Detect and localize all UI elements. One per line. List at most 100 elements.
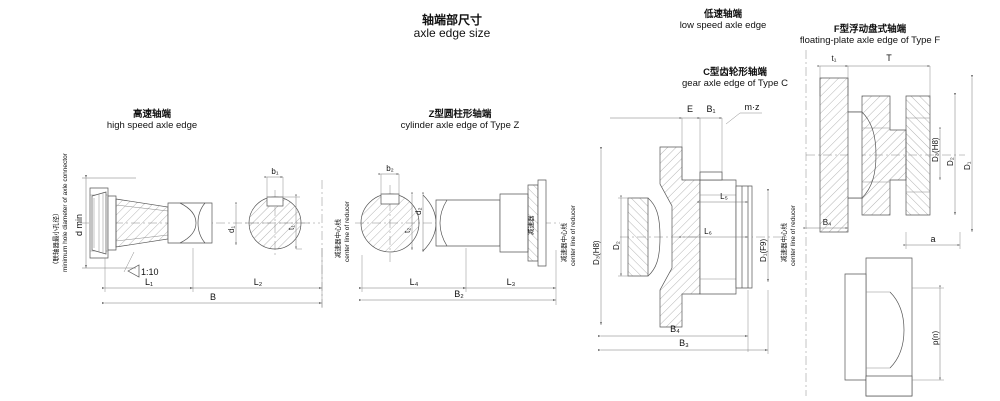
- main-title-cn: 轴端部尺寸: [422, 12, 482, 27]
- high-speed-title-cn: 高速轴端: [133, 108, 172, 120]
- dim-D1-f-label: D₁: [963, 161, 972, 170]
- dim-pn: p(n): [912, 285, 944, 381]
- type-f-assembly-bottom: p(n): [844, 257, 944, 397]
- type-c-flange: [627, 197, 649, 277]
- dim-T-label: T: [886, 53, 892, 63]
- centerline-label-c: 减速器中心线 center line of reducer: [559, 204, 577, 266]
- dim-a-f: a: [903, 232, 961, 249]
- dim-D2-c-label: D₂: [612, 241, 621, 250]
- centerline-en-z: center line of reducer: [344, 200, 351, 262]
- dim-D3-f: D₃(H8): [931, 127, 941, 180]
- dim-mz-label: m·z: [745, 102, 760, 112]
- dim-L1-label: L₁: [145, 277, 153, 287]
- section-header-type-c: C型齿轮形轴端 gear axle edge of Type C: [682, 66, 788, 89]
- low-speed-title-cn: 低速轴端: [703, 8, 743, 20]
- dim-L2-label: L₂: [254, 277, 263, 287]
- dim-L5-label: L₅: [720, 192, 728, 201]
- dim-E-label: E: [687, 104, 693, 114]
- dim-B4-c-label: B₄: [670, 324, 680, 334]
- dim-b1: b₁: [264, 167, 284, 199]
- dim-d2-label: d₂: [414, 207, 423, 215]
- dim-L4-label: L₄: [410, 277, 419, 287]
- dim-L4: L₄: [359, 248, 467, 292]
- dim-t2-label: t₂: [403, 228, 412, 233]
- type-z-keyway-notch: [380, 193, 400, 205]
- centerline-label-f: 减速器中心线 center line of reducer: [779, 204, 797, 266]
- dim-b1-label: b₁: [271, 167, 278, 176]
- svg-text:减速器: 减速器: [526, 215, 535, 235]
- dim-B3-c-label: B₃: [679, 338, 689, 348]
- tapered-shaft: [115, 198, 169, 248]
- dim-L3-label: L₃: [507, 277, 516, 287]
- dim-B1-label: B₁: [706, 104, 715, 114]
- section-header-type-z: Z型圆柱形轴端 cylinder axle edge of Type Z: [401, 108, 520, 131]
- type-f-plate-section: [819, 77, 907, 233]
- main-title: 轴端部尺寸 axle edge size: [414, 12, 491, 40]
- dim-D2-c: D₂: [612, 195, 632, 277]
- dim-B4-f-label: B₄: [823, 218, 832, 227]
- type-z-shaft-body: [435, 199, 501, 247]
- type-f-title-cn: F型浮动盘式轴端: [834, 23, 907, 35]
- type-z-title-cn: Z型圆柱形轴端: [429, 108, 492, 120]
- centerline-cn-f: 减速器中心线: [779, 223, 788, 263]
- dim-D1-c-label: D₁(F9): [759, 239, 768, 262]
- type-z-assembly: b₂ t₂ d₂ 减速器 L₄ L₃: [355, 164, 560, 305]
- high-speed-title-en: high speed axle edge: [107, 120, 197, 131]
- type-f-assembly-top: t₁ T D₃(H8) D₂ D₁ B₄: [803, 53, 974, 249]
- type-f-hub-section: [905, 95, 931, 216]
- dim-L6-label: L₆: [704, 227, 712, 236]
- type-f-title-en: floating-plate axle edge of Type F: [800, 35, 941, 46]
- dim-D1-f: D₁: [963, 75, 974, 232]
- dim-B2: B₂: [359, 289, 556, 302]
- coupling-bore-cn: （联轴器最小孔径）: [51, 210, 60, 269]
- main-title-en: axle edge size: [414, 26, 491, 40]
- centerline-en-c: center line of reducer: [570, 204, 577, 266]
- dim-D1-c: D₁(F9): [759, 189, 770, 282]
- high-speed-shaft-assembly: 1:10 L₁ B L₂: [80, 187, 323, 307]
- type-f-bottom-base: [865, 375, 913, 397]
- dim-B4-f: B₄: [803, 218, 848, 229]
- dim-a-label: a: [930, 234, 935, 244]
- dim-D3-label: D₃(H8): [592, 240, 601, 265]
- centerline-cn-z: 减速器中心线: [333, 219, 342, 259]
- dim-D3: D₃(H8): [592, 147, 603, 325]
- dim-B2-label: B₂: [454, 289, 464, 299]
- type-f-inner-void: [847, 111, 863, 199]
- dim-d2: d₂: [414, 192, 424, 252]
- coupling-bore-label: （联轴器最小孔径） minimum hole diameter of axle …: [51, 152, 69, 272]
- high-speed-cross-section: b₁ t₁ d₁: [227, 167, 310, 255]
- dim-L2: L₂: [190, 277, 322, 290]
- type-f-bottom-curve: [889, 291, 905, 369]
- dim-b2: b₂: [378, 164, 400, 196]
- type-z-title-en: cylinder axle edge of Type Z: [401, 120, 520, 131]
- type-f-bottom-body: [865, 257, 913, 397]
- dim-L6: L₆: [679, 227, 748, 238]
- dim-d1: d₁: [227, 202, 237, 245]
- type-c-title-cn: C型齿轮形轴端: [703, 66, 767, 78]
- dim-d1-label: d₁: [227, 226, 236, 233]
- dim-t1: t₁: [283, 194, 302, 250]
- dim-D3-f-label: D₃(H8): [931, 137, 940, 162]
- centerline-en-f: center line of reducer: [790, 204, 797, 266]
- dim-B-label: B: [210, 292, 216, 302]
- taper-symbol: 1:10: [123, 251, 159, 278]
- section-header-type-f: F型浮动盘式轴端 floating-plate axle edge of Typ…: [800, 23, 941, 46]
- shaft-cylindrical-body: [167, 202, 213, 244]
- keyway-notch: [266, 196, 284, 207]
- dim-B4-c: B₄: [598, 290, 749, 352]
- dim-t1-f-label: t₁: [832, 54, 837, 63]
- section-header-high-speed: 高速轴端 high speed axle edge: [107, 108, 197, 131]
- centerline-label-z: 减速器中心线 center line of reducer: [333, 200, 351, 262]
- dim-D2-f-label: D₂: [946, 157, 955, 166]
- dim-E-B1-mz: E B₁ m·z: [610, 102, 762, 180]
- type-z-shaft-collar: [499, 193, 529, 253]
- type-c-top-block: [699, 171, 723, 181]
- dim-t1-label: t₁: [287, 225, 296, 230]
- centerline-cn-c: 减速器中心线: [559, 223, 568, 263]
- type-f-bottom-flange: [844, 273, 867, 381]
- dim-L5: L₅: [697, 192, 748, 203]
- dim-L3: L₃: [463, 250, 557, 305]
- coupling-bore-en: minimum hole diameter of axle connector: [62, 152, 69, 272]
